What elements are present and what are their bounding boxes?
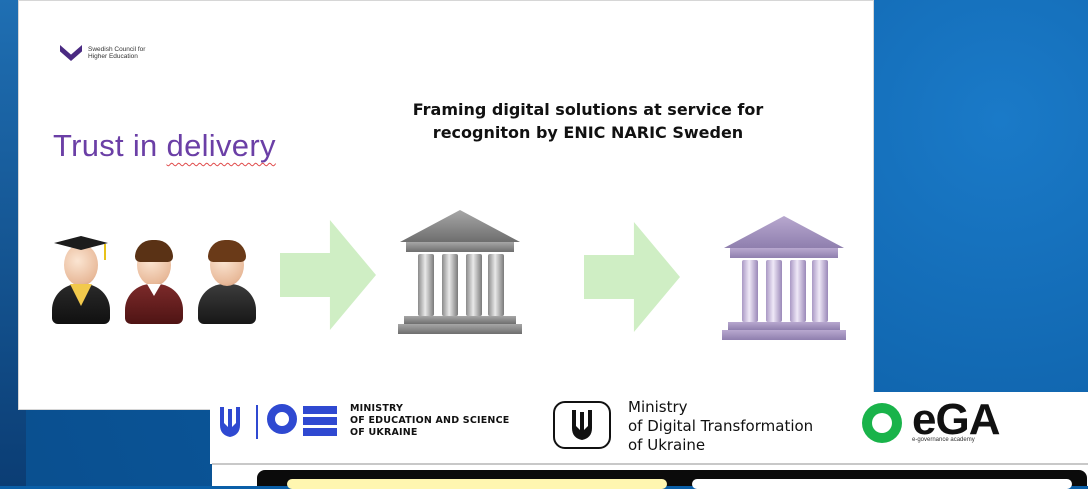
ukraine-trident-icon <box>218 405 242 439</box>
framing-title-line-2: recogniton by ENIC NARIC Sweden <box>432 123 744 142</box>
graduate-icon <box>52 236 110 324</box>
framing-title-line-1: Framing digital solutions at service for <box>412 100 764 119</box>
ega-logo-subtitle: e-governance academy <box>912 437 975 443</box>
mes-text-line-2: OF EDUCATION AND SCIENCE <box>350 415 510 426</box>
next-slide-preview <box>212 465 1088 489</box>
partner-logos-bar <box>210 392 1088 464</box>
mdt-text-line-1: Ministry <box>628 398 688 416</box>
mes-logo-text: MINISTRY OF EDUCATION AND SCIENCE OF UKR… <box>350 403 509 439</box>
mes-logo-divider <box>256 405 258 439</box>
institution-purple-icon <box>722 216 846 342</box>
mes-text-line-1: MINISTRY <box>350 403 404 414</box>
ega-logo-icon <box>862 403 902 443</box>
framing-title: Framing digital solutions at service for… <box>378 98 798 144</box>
next-slide-pill-left <box>287 479 667 489</box>
swedish-council-logo: Swedish Council for Higher Education <box>60 45 158 61</box>
ukraine-trident-icon <box>570 408 594 442</box>
swedish-council-logo-icon <box>60 45 82 61</box>
slide-headline: Trust in delivery <box>53 128 276 164</box>
mdt-logo-text: Ministry of Digital Transformation of Uk… <box>628 398 813 455</box>
slide-canvas: Swedish Council for Higher Education Tru… <box>18 0 874 410</box>
ega-logo-text: eGA <box>912 395 1000 444</box>
mdt-text-line-3: of Ukraine <box>628 436 706 454</box>
mes-logo-bars <box>303 406 337 436</box>
mdt-logo-badge <box>553 401 611 449</box>
mes-logo-icon <box>267 404 297 434</box>
next-slide-pill-right <box>692 479 1072 489</box>
headline-prefix: Trust in <box>53 128 167 163</box>
institution-grey-icon <box>398 210 522 336</box>
student-icon <box>125 238 183 324</box>
headline-emphasis: delivery <box>166 128 276 163</box>
mes-text-line-3: OF UKRAINE <box>350 427 418 438</box>
person-icon <box>198 238 256 324</box>
swedish-council-logo-text: Swedish Council for Higher Education <box>88 46 146 60</box>
arrow-right-icon <box>584 222 680 332</box>
mdt-text-line-2: of Digital Transformation <box>628 417 814 435</box>
arrow-right-icon <box>280 220 376 330</box>
footer-divider <box>212 463 1088 465</box>
